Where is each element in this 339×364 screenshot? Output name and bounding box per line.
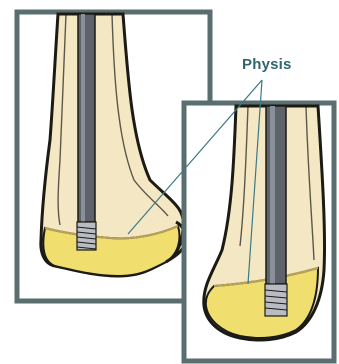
right-rod-body: [266, 106, 286, 284]
right-rod-highlight: [270, 106, 275, 284]
physis-label: Physis: [242, 56, 292, 73]
right-rod: [265, 106, 287, 316]
left-rod-highlight: [81, 14, 85, 222]
left-rod-body: [78, 14, 95, 222]
right-screw-tip: [265, 284, 287, 316]
right-panel: [184, 103, 334, 361]
left-screw-tip: [77, 222, 96, 250]
left-panel: [17, 12, 210, 301]
left-rod: [77, 14, 96, 250]
